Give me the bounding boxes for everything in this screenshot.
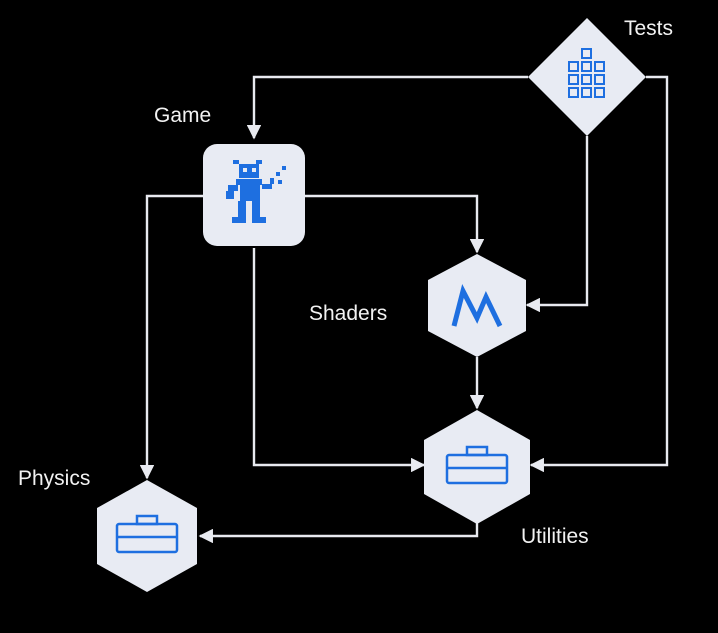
edge-game-to-utilities [252,248,426,473]
edge-utilities-to-physics [198,523,479,544]
node-tests[interactable] [528,18,646,136]
diamond-shape [528,18,646,136]
pixel-character-icon [226,160,286,223]
utilities-label: Utilities [521,525,589,548]
edge-game-to-physics [139,194,203,480]
physics-label: Physics [18,467,91,490]
edge-tests-to-shaders [525,136,589,313]
edge-tests-to-game [246,75,528,140]
node-shaders[interactable] [428,254,526,357]
grid-blocks-icon [568,48,605,98]
toolbox-icon [445,445,509,485]
game-label: Game [154,104,212,127]
toolbox-icon [115,514,179,554]
edge-game-to-shaders [305,194,485,254]
metal-m-icon [451,284,503,328]
node-game[interactable] [203,144,305,246]
tests-label: Tests [624,17,674,40]
shaders-label: Shaders [309,302,388,325]
edge-tests-to-utilities [529,75,669,473]
node-utilities[interactable] [424,410,530,524]
node-physics[interactable] [97,480,197,592]
hexagon-shape [428,254,526,357]
